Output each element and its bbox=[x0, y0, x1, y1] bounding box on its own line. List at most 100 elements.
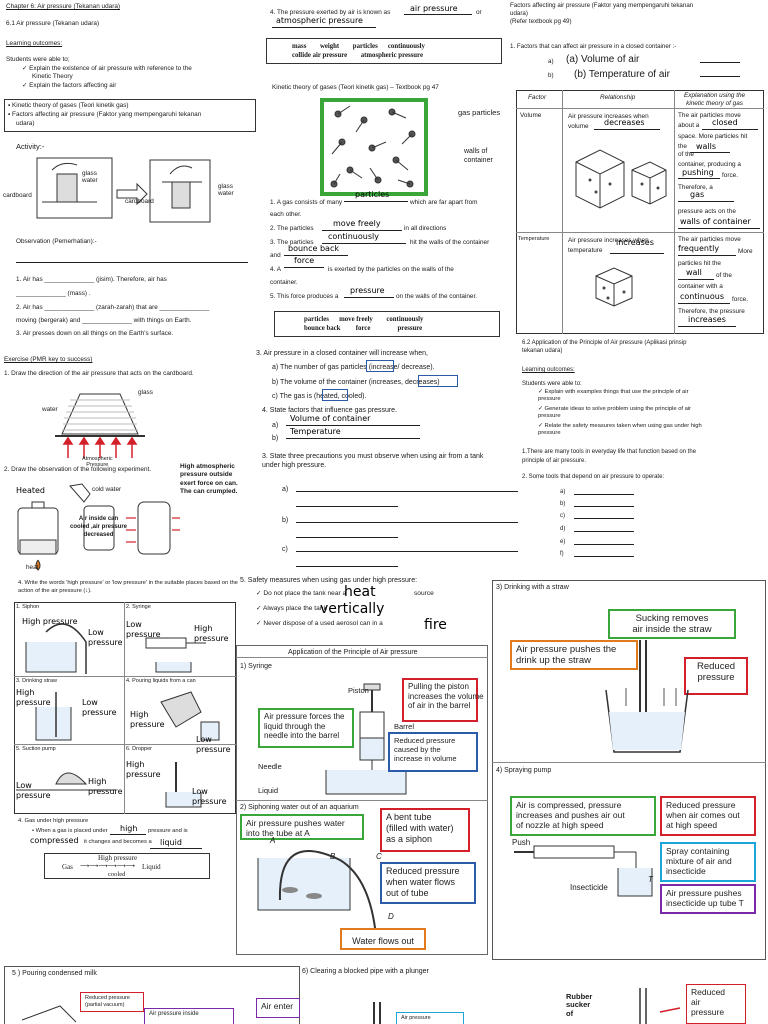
answer-high-pressure: High pressure bbox=[130, 710, 165, 730]
piston-label: Piston bbox=[348, 686, 369, 695]
blank-line bbox=[296, 522, 518, 523]
blank-line bbox=[594, 129, 660, 130]
spray-mix-box: Spray containing mixture of air and inse… bbox=[660, 842, 756, 882]
arrow: ⟶⟶⟶⟶⟶⟶ bbox=[80, 863, 135, 870]
flows-box: Water flows out bbox=[340, 928, 426, 950]
blank-line bbox=[322, 230, 402, 231]
blank-line bbox=[404, 14, 472, 15]
answer-low-pressure: Low pressure bbox=[82, 698, 117, 718]
answer-temperature: Temperature bbox=[290, 427, 341, 436]
answer-high-atm: High atmospheric pressure outside exert … bbox=[180, 463, 238, 496]
blank-line bbox=[574, 556, 634, 557]
cube-diagrams bbox=[575, 149, 667, 209]
kinetic-box bbox=[4, 99, 256, 132]
kin-line: and bbox=[270, 252, 281, 259]
tool-f: f) bbox=[560, 551, 564, 557]
of-the-text: of the bbox=[716, 272, 732, 279]
blank-line bbox=[678, 279, 714, 280]
word-bank bbox=[266, 38, 502, 64]
cell-title: 4. Pouring liquids from a can bbox=[126, 678, 196, 684]
s4-a: a) bbox=[272, 422, 279, 429]
s5-title: 3. State three precautions you must obse… bbox=[262, 453, 484, 470]
answer-high-pressure: High pressure bbox=[22, 617, 78, 626]
blank-line bbox=[678, 228, 760, 229]
answer-heated: Heated bbox=[16, 486, 45, 495]
app62-heading: 6.2 Application of the Principle of Air … bbox=[522, 340, 687, 354]
pressure-acts: pressure acts on the bbox=[678, 208, 736, 215]
plunger-title: 6) Clearing a blocked pipe with a plunge… bbox=[302, 968, 429, 975]
app62-item: ✓ Relate the safety measures taken when … bbox=[538, 423, 702, 436]
answer-air-pressure: air pressure bbox=[410, 4, 458, 13]
answer-bounce-back: bounce back bbox=[288, 244, 339, 253]
exercise-q1: 1. Draw the direction of the air pressur… bbox=[4, 370, 194, 377]
blank-line bbox=[344, 297, 394, 298]
answer-low-pressure: Low pressure bbox=[196, 735, 231, 755]
kin-line: each other. bbox=[270, 211, 302, 218]
kin-line: in all directions bbox=[404, 225, 447, 232]
cardboard-arrows-diagram bbox=[55, 393, 145, 458]
blank-line bbox=[286, 438, 420, 439]
rubber-sucker-sketch bbox=[639, 988, 681, 1024]
grid-divider bbox=[14, 744, 236, 745]
blank-line bbox=[284, 267, 324, 268]
glass-label: glass bbox=[138, 389, 153, 396]
blank-line bbox=[678, 303, 730, 304]
answer-force: force bbox=[294, 256, 315, 265]
answer-pressure: pressure bbox=[350, 286, 385, 295]
word-bank-2 bbox=[274, 311, 500, 337]
kinetic-item: ▪ Kinetic theory of gases (Teori kinetik… bbox=[8, 102, 129, 109]
vol-rel: Air pressure increases when volume bbox=[568, 113, 649, 130]
answer-fire: fire bbox=[424, 617, 447, 633]
temp-rel: Air pressure increases when temperature bbox=[568, 237, 649, 254]
blank-line bbox=[322, 243, 406, 244]
s5-a: a) bbox=[282, 486, 289, 493]
blank-line bbox=[296, 566, 398, 567]
observation-heading: Observation (Pemerhatian):- bbox=[16, 238, 97, 245]
cardboard-label: cardboard bbox=[3, 192, 32, 199]
straw-title: 3) Drinking with a straw bbox=[496, 584, 569, 591]
answer-liquid: liquid bbox=[160, 838, 182, 847]
answer-heat: heat bbox=[344, 584, 376, 600]
cube-diagram bbox=[595, 267, 633, 307]
kin-line: 4. A bbox=[270, 266, 282, 273]
gas-liquid-box bbox=[44, 853, 210, 879]
blank-line bbox=[574, 506, 634, 507]
can-experiment-diagram bbox=[17, 483, 180, 571]
chapter-title: Chapter 6: Air pressure (Tekanan udara) bbox=[6, 3, 121, 10]
answer-decreases: decreases bbox=[604, 118, 645, 127]
straw-spray-panel bbox=[492, 580, 766, 960]
partial-vacuum-box: Reduced pressure (partial vacuum) bbox=[80, 992, 144, 1012]
answer-high-pressure: High pressure bbox=[16, 688, 51, 708]
push-label: Push bbox=[512, 838, 531, 847]
word-bank-row: collide air pressure atmospheric pressur… bbox=[292, 52, 423, 59]
redflow-box: Reduced pressure when water flows out of… bbox=[380, 862, 476, 904]
app62-lo: Learning outcomes: bbox=[522, 367, 575, 373]
section-title: 6.1 Air pressure (Tekanan udara) bbox=[6, 20, 100, 27]
blank-line bbox=[678, 178, 720, 179]
spray-title: 4) Spraying pump bbox=[496, 767, 552, 774]
activity-label: Activity:- bbox=[16, 142, 45, 151]
app62-many: 1.There are many tools in everyday life … bbox=[522, 449, 697, 464]
bent-box: A bent tube (filled with water) as a sip… bbox=[380, 808, 470, 852]
answer-low-pressure: Low pressure bbox=[192, 787, 227, 807]
factors-heading: Factors affecting air pressure (Faktor y… bbox=[510, 2, 694, 25]
condensed-milk-panel bbox=[4, 966, 300, 1024]
pressure-grid bbox=[14, 602, 236, 814]
app62-item: ✓ Generate ideas to solve problem using … bbox=[538, 406, 692, 419]
grid-divider bbox=[124, 602, 125, 814]
more-text: More bbox=[738, 248, 753, 255]
s3a: a) The number of gas particles (increase… bbox=[272, 364, 435, 371]
plunger-sketch bbox=[373, 1002, 381, 1024]
s5-c: c) bbox=[282, 546, 288, 553]
kinetic-item: ▪ Factors affecting air pressure (Faktor… bbox=[8, 111, 202, 118]
cell-title: 3. Drinking straw bbox=[16, 678, 57, 684]
rubber-label: Rubber sucker of bbox=[566, 992, 593, 1018]
answer-move-freely: move freely bbox=[333, 219, 381, 228]
compressed-box: Air is compressed, pressure increases an… bbox=[510, 796, 656, 836]
cell-title: 2. Syringe bbox=[126, 604, 151, 610]
divider bbox=[236, 800, 488, 801]
tool-b: b) bbox=[560, 501, 566, 507]
label-C: C bbox=[376, 852, 382, 861]
tool-d: d) bbox=[560, 526, 566, 532]
app62-students: Students were able to: bbox=[522, 381, 582, 387]
